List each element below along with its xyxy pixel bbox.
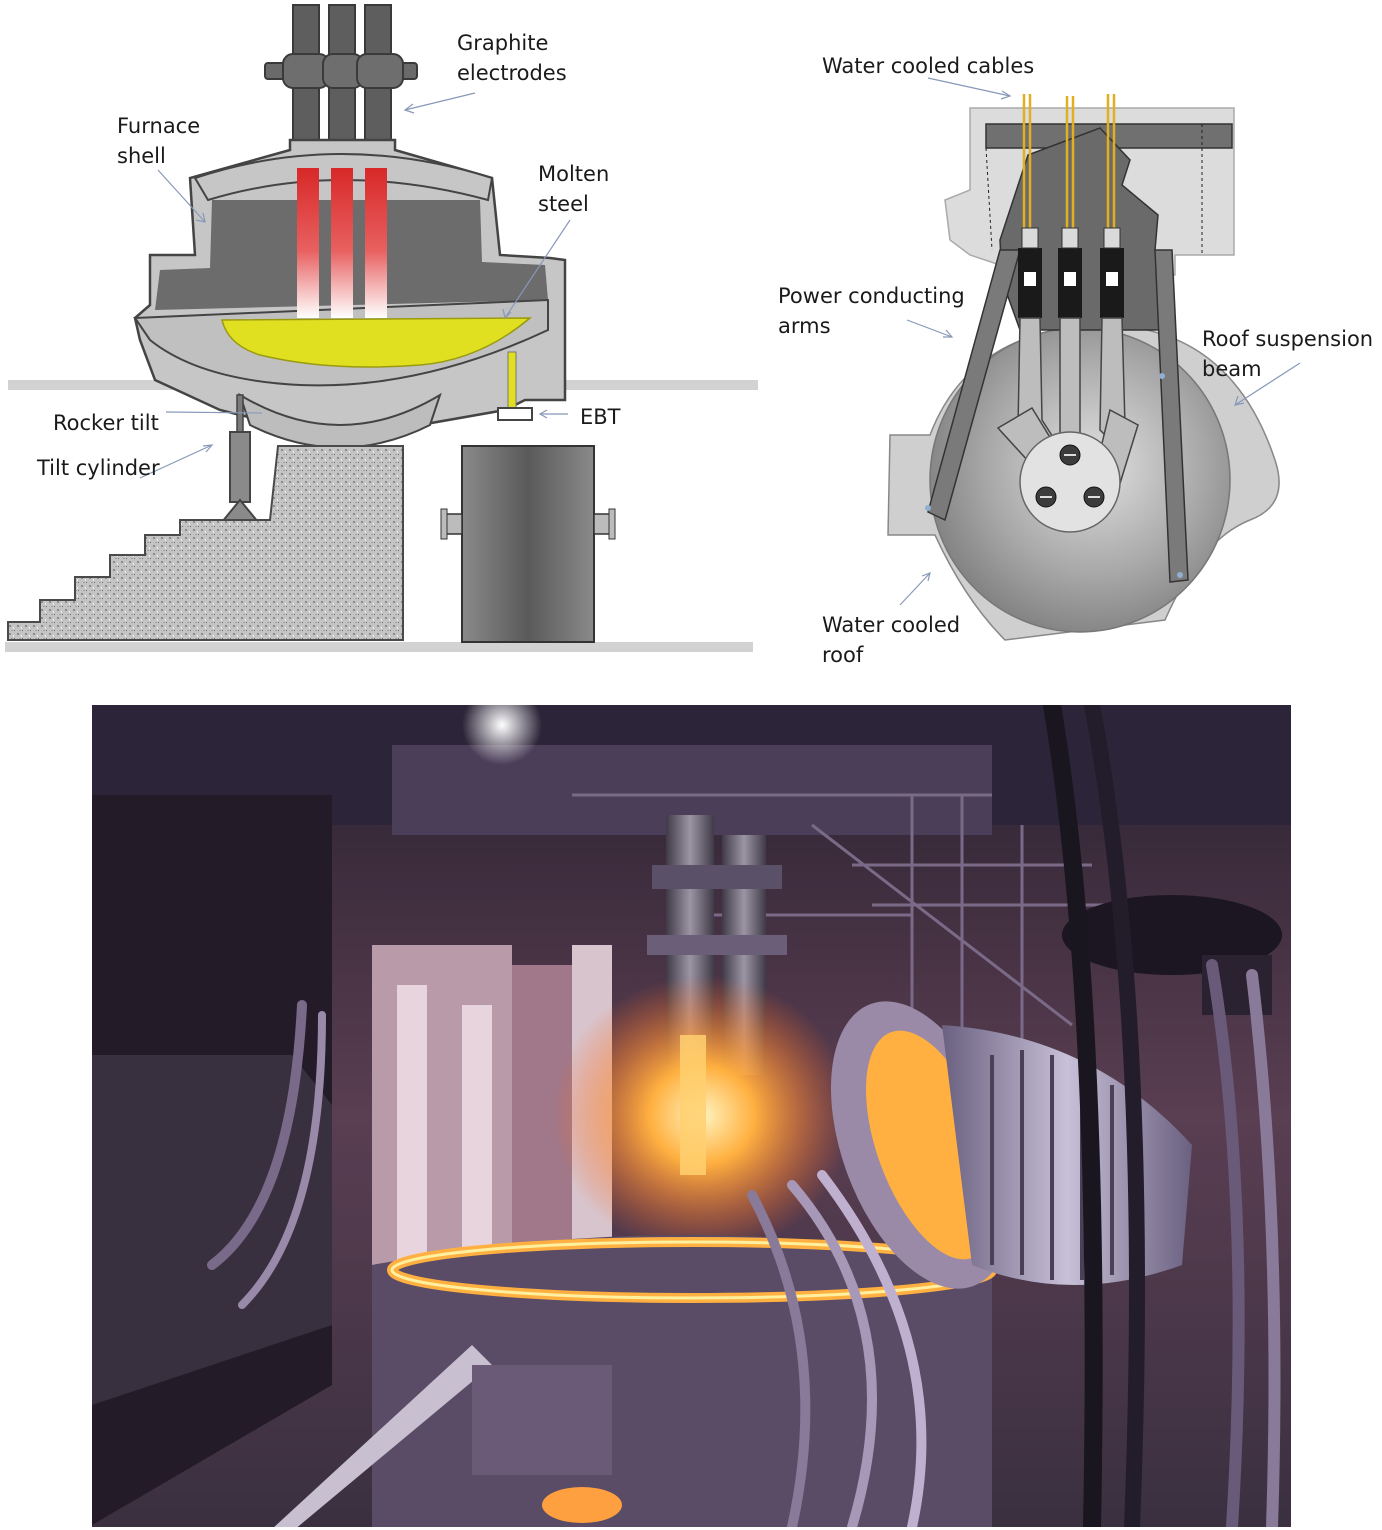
water-cooled-cables [1022,94,1116,228]
label-rocker-tilt: Rocker tilt [53,411,159,435]
stepped-foundation [7,445,404,641]
label-beam-1: Roof suspension [1202,327,1373,351]
tap-glow [542,1487,622,1523]
furnace-side-view-diagram: Graphite electrodes Furnace shell Molten… [0,0,770,680]
tilt-cylinder [219,394,261,523]
label-ebt: EBT [580,405,621,429]
label-molten-2: steel [538,192,589,216]
furnace-top-view-diagram: Water cooled cables Power conducting arm… [770,0,1382,680]
label-tilt-cylinder: Tilt cylinder [36,456,160,480]
label-shell-1: Furnace [117,114,200,138]
label-shell-2: shell [117,144,166,168]
photo-flexible-cables [207,705,1281,1527]
label-arms-2: arms [778,314,831,338]
ebt-taphole [507,351,517,411]
gantry-columns [372,945,612,1265]
cable-clamps [1018,227,1124,318]
electrode-tip-middle [331,168,353,318]
label-graphite-2: electrodes [457,61,567,85]
furnace-photograph [92,705,1291,1527]
electrode-tip-right [365,168,387,318]
label-beam-2: beam [1202,357,1262,381]
label-roof-1: Water cooled [822,613,960,637]
electrode-tip-left [297,168,319,318]
label-molten-1: Molten [538,162,609,186]
label-water-cooled-cables: Water cooled cables [822,54,1034,78]
leader-lines [139,92,571,479]
graphite-electrodes [264,4,418,141]
tilt-hydraulic-arm [274,1345,492,1527]
label-arms-1: Power conducting [778,284,965,308]
ladle-car [440,445,616,643]
ground-line [5,642,753,652]
label-graphite-1: Graphite [457,31,548,55]
label-roof-2: roof [822,643,864,667]
molten-steel-bath [221,317,533,368]
ceiling-lamp [462,705,542,765]
leader-lines-top [899,77,1301,606]
